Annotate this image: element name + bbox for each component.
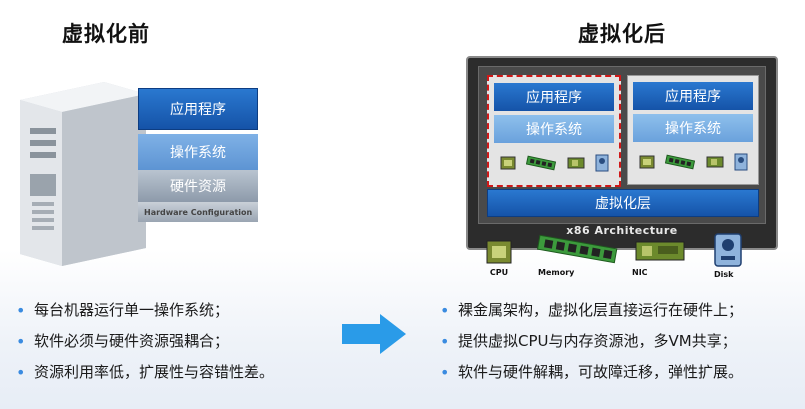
architecture-label: x86 Architecture <box>566 224 678 237</box>
vm-2-app: 应用程序 <box>633 82 753 110</box>
right-arrow-icon <box>342 314 406 354</box>
component-nic-label: NIC <box>632 268 648 277</box>
vm-2-os: 操作系统 <box>633 114 753 142</box>
bullet-after-3: 软件与硬件解耦，可故障迁移，弹性扩展。 <box>436 357 743 388</box>
bullet-before-3: 资源利用率低，扩展性与容错性差。 <box>12 357 274 388</box>
app-layer-before: 应用程序 <box>138 88 258 130</box>
vm-1-virtual-hardware <box>494 147 614 179</box>
cpu-icon <box>500 156 516 170</box>
component-memory-label: Memory <box>538 268 575 277</box>
title-before: 虚拟化前 <box>62 22 150 46</box>
cpu-icon <box>639 155 655 169</box>
server-tower-icon <box>20 82 146 266</box>
before-stack: 应用程序 操作系统 硬件资源 Hardware Configuration <box>138 88 258 222</box>
vm-1: 应用程序 操作系统 <box>487 75 621 187</box>
component-cpu: CPU <box>484 238 514 277</box>
memory-icon <box>665 154 696 170</box>
vm-2: 应用程序 操作系统 <box>627 75 759 185</box>
host-inner-frame: 应用程序 操作系统 应用程序 操作系统 虚拟化层 <box>478 66 766 224</box>
memory-icon <box>526 155 557 171</box>
vm-1-os: 操作系统 <box>494 115 614 143</box>
vm-2-virtual-hardware <box>633 146 753 178</box>
component-memory: Memory <box>536 234 618 277</box>
os-layer-before: 操作系统 <box>138 134 258 170</box>
bullet-before-2: 软件必须与硬件资源强耦合； <box>12 326 274 357</box>
nic-icon <box>567 157 585 169</box>
bullet-after-1: 裸金属架构，虚拟化层直接运行在硬件上； <box>436 295 743 326</box>
component-nic: NIC <box>632 236 688 277</box>
component-cpu-label: CPU <box>489 268 509 277</box>
bullets-after: 裸金属架构，虚拟化层直接运行在硬件上； 提供虚拟CPU与内存资源池，多VM共享；… <box>436 295 743 388</box>
virtualization-layer: 虚拟化层 <box>487 189 759 217</box>
cpu-icon <box>486 240 512 264</box>
disk-icon <box>595 154 609 172</box>
title-after: 虚拟化后 <box>578 22 666 46</box>
hw-config-label: Hardware Configuration <box>138 202 258 222</box>
vm-1-app: 应用程序 <box>494 83 614 111</box>
virtualized-host: 应用程序 操作系统 应用程序 操作系统 虚拟化层 x86 Architectur… <box>466 56 778 250</box>
bullets-before: 每台机器运行单一操作系统； 软件必须与硬件资源强耦合； 资源利用率低，扩展性与容… <box>12 295 274 388</box>
nic-icon <box>635 241 685 261</box>
disk-icon <box>734 153 748 171</box>
memory-icon <box>536 234 618 264</box>
bullet-before-1: 每台机器运行单一操作系统； <box>12 295 274 326</box>
component-disk-label: Disk <box>714 270 734 279</box>
nic-icon <box>706 156 724 168</box>
bullet-after-2: 提供虚拟CPU与内存资源池，多VM共享； <box>436 326 743 357</box>
disk-icon <box>714 233 742 267</box>
hw-layer-before: 硬件资源 <box>138 170 258 202</box>
component-disk: Disk <box>712 232 744 279</box>
